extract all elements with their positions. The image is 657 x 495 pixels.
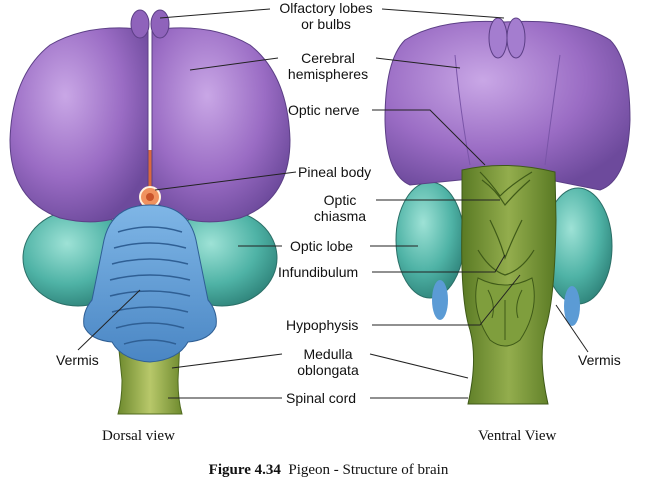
label-vermis-left: Vermis <box>56 352 99 368</box>
dorsal-view-brain <box>9 9 291 415</box>
label-vermis-right: Vermis <box>578 352 621 368</box>
leader-lines <box>77 8 589 399</box>
dorsal-olfactory-bulb-left <box>130 9 150 39</box>
dorsal-olfactory-bulb-right <box>150 9 170 39</box>
label-optic-lobe: Optic lobe <box>290 238 354 254</box>
dorsal-view-title: Dorsal view <box>102 428 175 444</box>
ventral-view-title: Ventral View <box>478 428 557 444</box>
label-olfactory-line1: Olfactory lobes <box>279 0 373 16</box>
label-olfactory-lobes: Olfactory lobes or bulbs <box>266 0 386 32</box>
label-infundibulum: Infundibulum <box>278 264 359 280</box>
label-spinal-cord: Spinal cord <box>286 390 357 406</box>
label-cerebral-hemispheres: Cerebral hemispheres <box>287 50 369 82</box>
dorsal-cerebral-hemisphere-left <box>9 27 149 223</box>
dorsal-cerebral-hemisphere-right <box>151 27 291 223</box>
label-olfactory-line2: or bulbs <box>301 16 351 32</box>
figure-caption: Figure 4.34 Pigeon - Structure of brain <box>0 462 657 479</box>
ventral-optic-lobe-left <box>395 181 465 299</box>
dorsal-cerebellum <box>83 204 217 363</box>
label-medulla-oblongata: Medulla oblongata <box>297 346 359 378</box>
label-optic-nerve: Optic nerve <box>288 102 360 118</box>
label-optic-chiasma: Optic chiasma <box>313 192 367 224</box>
figure-number: Figure 4.34 <box>208 462 281 478</box>
label-pineal-body: Pineal body <box>298 164 372 180</box>
figure-title: Pigeon - Structure of brain <box>288 462 449 478</box>
ventral-view-brain <box>384 17 631 405</box>
label-hypophysis: Hypophysis <box>286 317 359 333</box>
